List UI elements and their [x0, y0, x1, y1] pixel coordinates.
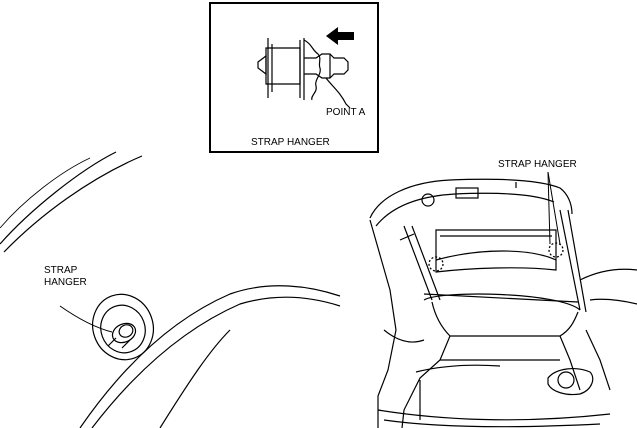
inset-caption: STRAP HANGER — [251, 137, 330, 148]
right-view-liftgate — [369, 178, 637, 428]
point-a-label: POINT A — [326, 107, 366, 118]
left-strap-label: STRAP — [44, 265, 78, 276]
inset-frame — [209, 2, 379, 153]
right-strap-hanger-label: STRAP HANGER — [498, 159, 577, 170]
inset-detail — [257, 38, 351, 109]
direction-arrow-icon — [326, 27, 354, 45]
strap-hanger-location-right — [548, 242, 564, 258]
left-hanger-label: HANGER — [44, 277, 87, 288]
left-leader-line — [59, 305, 113, 333]
left-view-pillar — [0, 151, 341, 428]
right-leader-lines — [547, 171, 561, 245]
strap-hanger-clip — [107, 322, 137, 349]
strap-hanger-location-left — [428, 256, 444, 272]
